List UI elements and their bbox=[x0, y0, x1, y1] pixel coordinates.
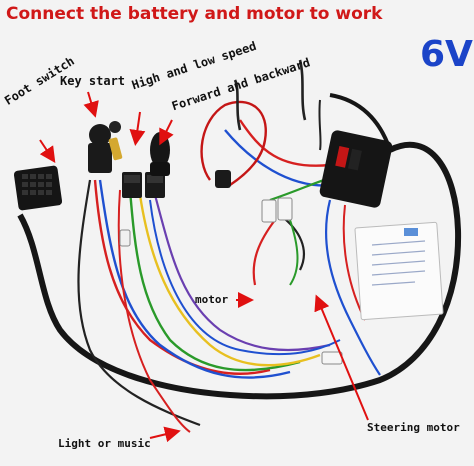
label-steering-motor: Steering motor bbox=[367, 421, 460, 434]
label-key-start: Key start bbox=[60, 74, 126, 88]
label-motor: motor bbox=[195, 293, 229, 306]
voltage-badge: 6V bbox=[420, 34, 473, 75]
label-light-or-music: Light or music bbox=[58, 437, 151, 450]
banner-title: Connect the battery and motor to work bbox=[6, 4, 383, 24]
